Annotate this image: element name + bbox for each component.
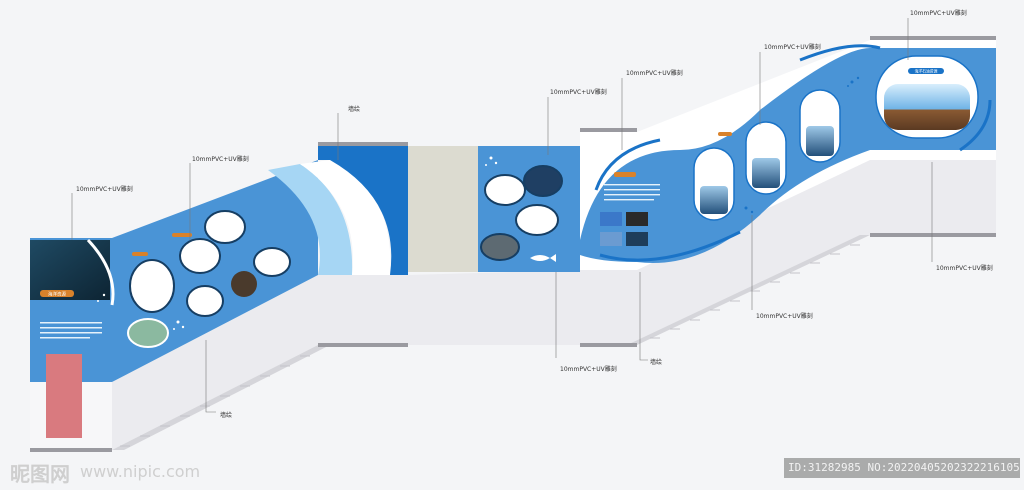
watermark-id-bar: ID:31282985 NO:20220405202322216105 [784,458,1020,478]
callout-leaders [71,18,933,413]
callout-pvc-5: 10mmPVC+UV雕刻 [764,44,821,51]
facility-photo [127,318,169,348]
ocean-title-tag [40,290,74,297]
wall-section-2 [408,146,580,272]
watermark-logo: 昵图网 [10,462,70,486]
callout-pvc-1: 10mmPVC+UV雕刻 [76,186,133,193]
callout-pvc-3: 10mmPVC+UV雕刻 [550,89,607,96]
callout-pvc-9: 10mmPVC+UV雕刻 [936,265,993,272]
pink-placeholder-block [46,354,82,438]
wall-section-1: 海洋资源 [30,146,408,448]
oil-title-text: 海洋石油资源 [915,69,938,74]
content-blob [204,210,246,244]
callout-pvc-7: 10mmPVC+UV雕刻 [560,366,617,373]
content-blob [179,238,221,274]
watermark-url: www.nipic.com [80,462,201,481]
ocean-title-text: 海洋资源 [48,291,66,298]
callout-pvc-8: 10mmPVC+UV雕刻 [756,313,813,320]
callout-mural-2: 墙绘 [220,412,233,419]
mineral-photo [231,271,257,297]
callout-pvc-2: 10mmPVC+UV雕刻 [192,156,249,163]
wall-section-3: 海洋石油资源 [580,40,996,270]
callout-mural-3: 墙绘 [650,359,663,366]
beige-panel [408,146,478,272]
content-blob [186,285,224,317]
content-blob [129,259,175,313]
callout-pvc-4: 10mmPVC+UV雕刻 [626,70,683,77]
content-blob [253,247,291,277]
callout-pvc-6: 10mmPVC+UV雕刻 [910,10,967,17]
floor-base [30,36,996,452]
callout-mural-1: 墙绘 [348,106,361,113]
